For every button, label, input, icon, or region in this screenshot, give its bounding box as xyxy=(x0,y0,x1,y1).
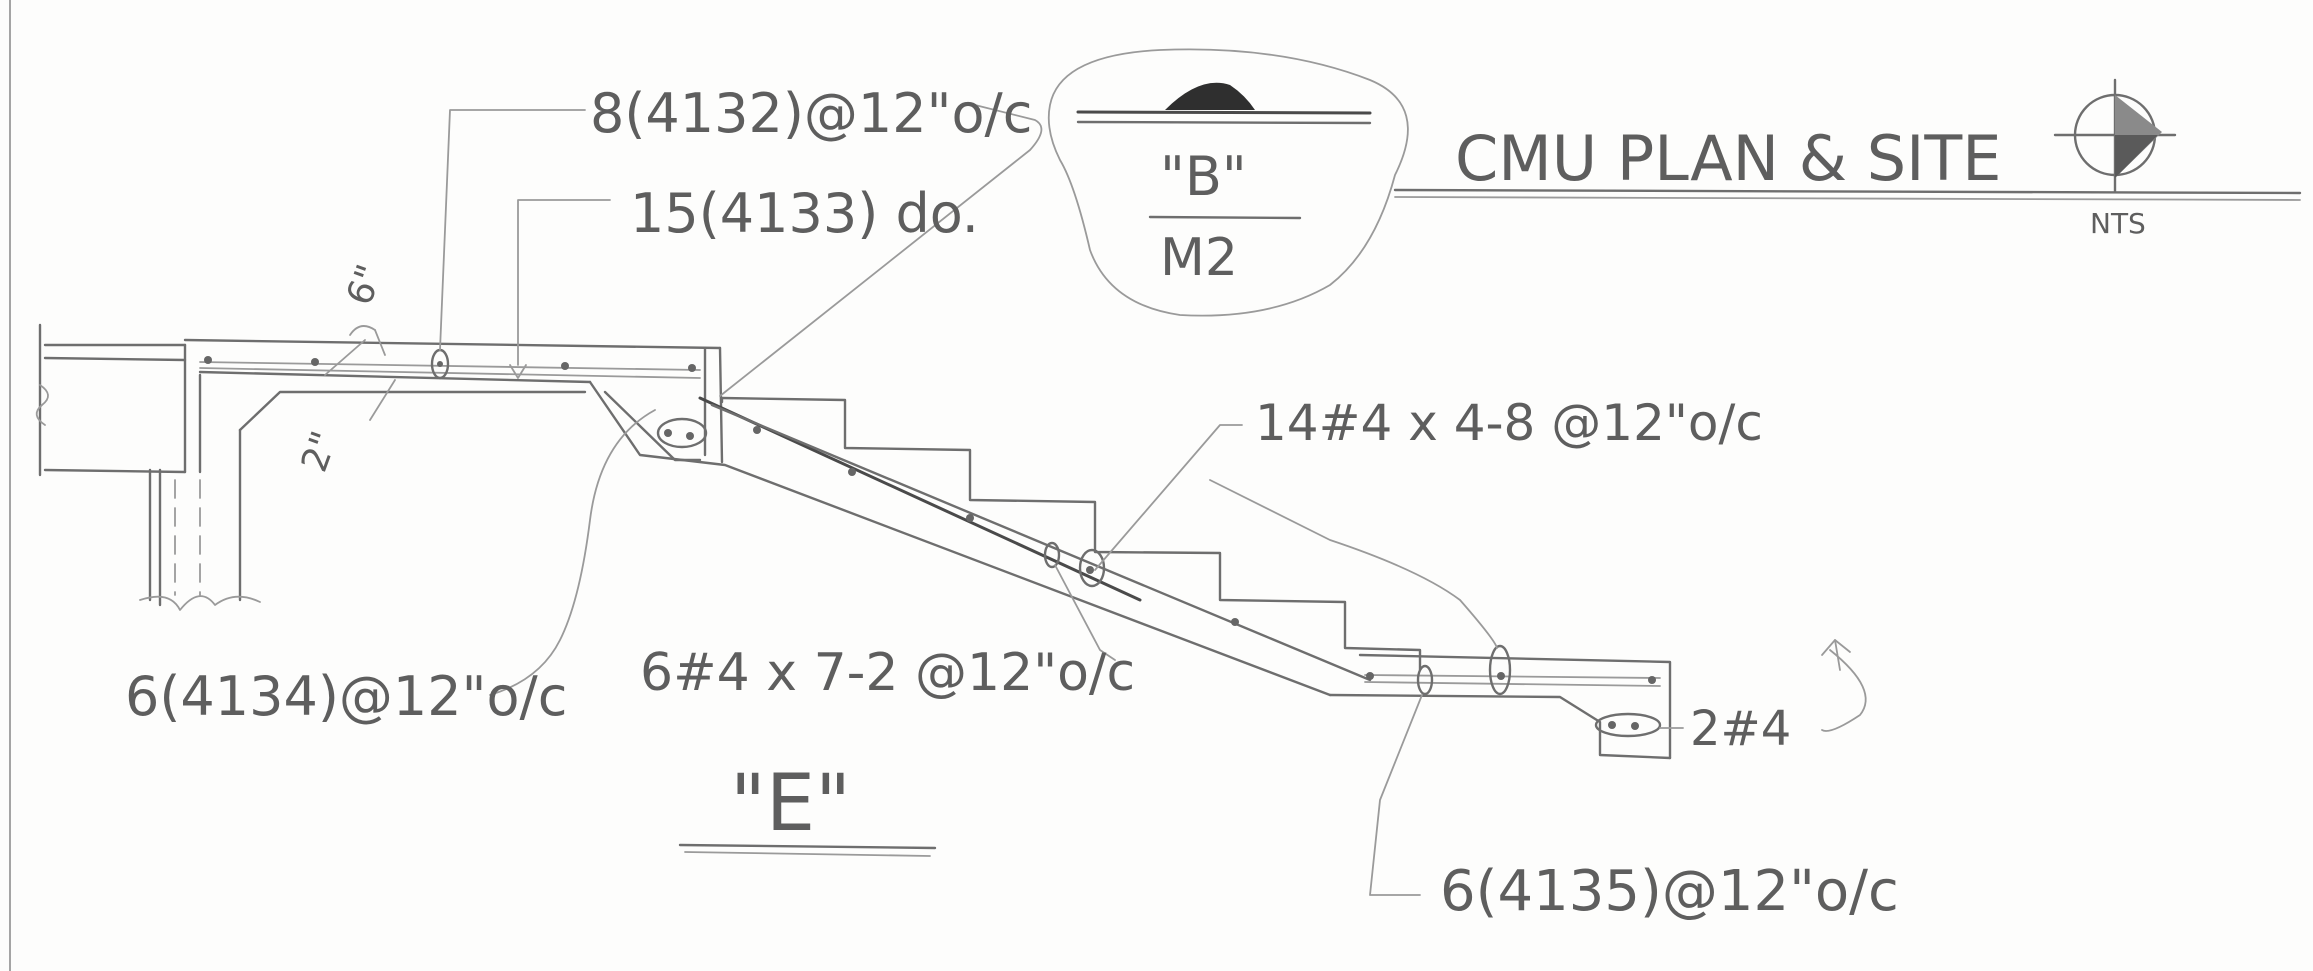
left-wall-section xyxy=(35,323,261,611)
bottom-landing-slab xyxy=(1328,644,1672,760)
dimension-side: 2" xyxy=(294,426,346,477)
section-mark: "E" xyxy=(730,759,851,849)
break-mark-icon xyxy=(1165,82,1255,110)
leader-lines xyxy=(439,104,1867,896)
top-landing-slab xyxy=(183,338,724,474)
bubble-sheet-label: M2 xyxy=(1160,228,1238,288)
dimension-marks xyxy=(324,325,396,421)
north-arrow-icon xyxy=(2053,78,2177,194)
bubble-detail-label: "B" xyxy=(1160,145,1247,208)
callout-landing-bars: 6(4134)@12"o/c xyxy=(125,665,567,728)
callout-slab-bars: 15(4133) do. xyxy=(630,182,979,245)
callout-stair-cross-bars: 14#4 x 4-8 @12"o/c xyxy=(1255,394,1763,452)
dimension-top: 6" xyxy=(339,259,391,310)
callout-end-bars: 2#4 xyxy=(1690,701,1791,757)
title-block xyxy=(1393,188,2302,201)
scale-label: NTS xyxy=(2090,207,2146,240)
drawing-title: CMU PLAN & SITE xyxy=(1455,122,2001,195)
detail-bubble xyxy=(1047,48,1409,317)
section-mark-underline xyxy=(678,843,937,850)
stair-flight xyxy=(588,380,1422,697)
callout-top-bars: 8(4132)@12"o/c xyxy=(590,82,1032,145)
callout-stair-long-bars: 6#4 x 7-2 @12"o/c xyxy=(640,643,1135,703)
callout-bottom-landing-bars: 6(4135)@12"o/c xyxy=(1440,859,1899,924)
